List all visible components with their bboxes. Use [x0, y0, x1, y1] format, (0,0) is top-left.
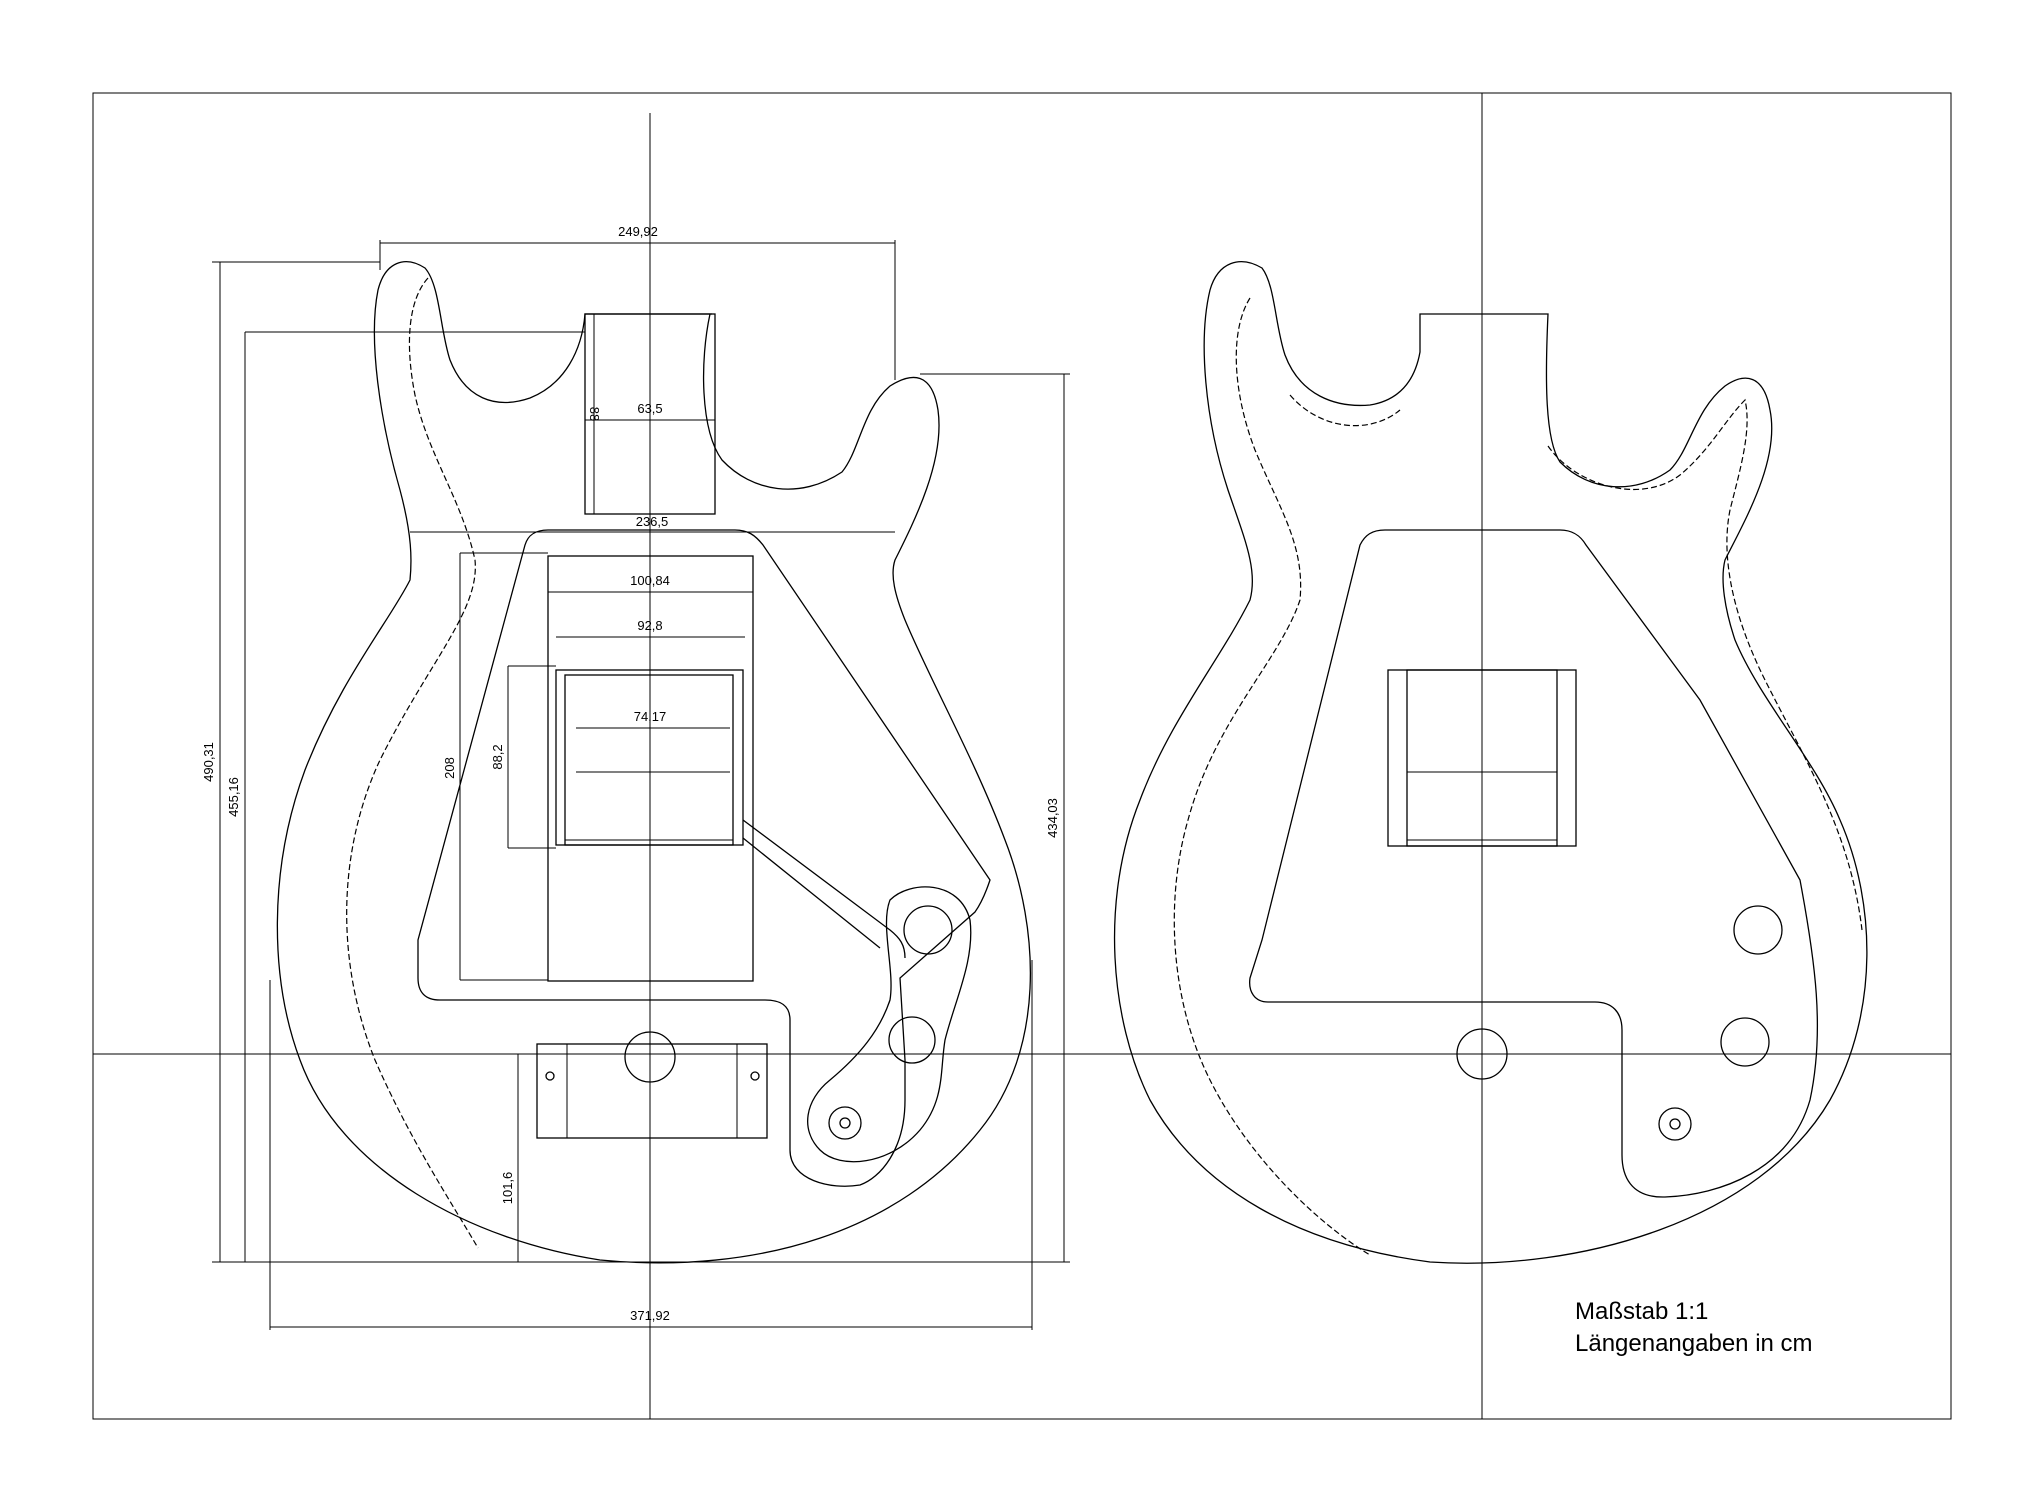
right-carve-contour-top-left — [1289, 394, 1401, 427]
scale-note: Maßstab 1:1 Längenangaben in cm — [1575, 1296, 1813, 1360]
right-body-outline — [1113, 261, 1868, 1264]
dim-top-width: 249,92 — [618, 224, 658, 239]
right-carve-contour-right — [1547, 398, 1863, 931]
left-knob-2 — [888, 1016, 936, 1064]
left-cavity-outer — [547, 555, 754, 982]
left-knob-1 — [903, 905, 953, 955]
dim-cavity-top-width: 236,5 — [636, 514, 669, 529]
right-knob-2 — [1720, 1017, 1770, 1067]
dim-cavity-height: 208 — [442, 757, 457, 779]
left-control-plate — [807, 886, 972, 1163]
left-bridge-post — [624, 1031, 676, 1083]
dim-bottom-offset: 101,6 — [500, 1172, 515, 1205]
dim-pickup-height: 88,2 — [490, 744, 505, 769]
dim-right-height: 434,03 — [1045, 798, 1060, 838]
left-route-outline — [417, 529, 991, 1187]
dim-pickup-width: 74,17 — [634, 709, 667, 724]
dimension-lines — [212, 240, 1070, 1330]
left-wire-channel — [742, 819, 906, 959]
dim-cavity-width-2: 92,8 — [637, 618, 662, 633]
left-carve-contour — [346, 277, 479, 1249]
dim-body-height: 455,16 — [226, 777, 241, 817]
right-knob-1 — [1733, 905, 1783, 955]
right-route-outline — [1249, 529, 1819, 1198]
right-pickup — [1406, 669, 1558, 847]
units-label: Längenangaben in cm — [1575, 1330, 1813, 1357]
dim-total-width: 371,92 — [630, 1308, 670, 1323]
right-jack — [1658, 1107, 1692, 1141]
left-bridge — [536, 1043, 768, 1139]
dimension-labels: 249,92 63,5 88 236,5 100,84 92,8 74,17 2… — [201, 224, 1060, 1323]
drawing-frame — [92, 92, 1952, 1420]
left-jack — [828, 1106, 862, 1140]
right-carve-contour-left — [1173, 297, 1371, 1256]
right-bridge-post — [1456, 1028, 1508, 1080]
dim-neck-pocket-depth: 88 — [587, 407, 602, 421]
dim-cavity-width-1: 100,84 — [630, 573, 670, 588]
left-pickup — [564, 674, 734, 846]
dim-neck-pocket-width: 63,5 — [637, 401, 662, 416]
right-body-view — [1113, 261, 1868, 1264]
scale-label: Maßstab 1:1 — [1575, 1298, 1709, 1325]
dim-total-height: 490,31 — [201, 742, 216, 782]
